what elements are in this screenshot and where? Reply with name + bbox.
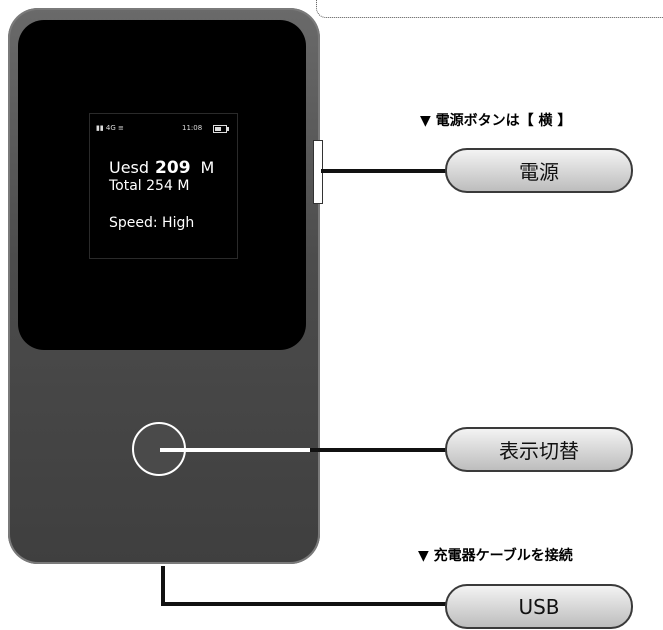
- usb-callout-line: [161, 566, 452, 606]
- status-bar: ▮▮ 4G ≡ 11:08: [96, 124, 231, 134]
- used-value: 209: [155, 158, 191, 178]
- power-label-pill: 電源: [445, 148, 633, 193]
- speed-line: Speed: High: [109, 215, 195, 231]
- total-data-line: Total 254 M: [109, 178, 190, 194]
- status-time: 11:08: [182, 124, 203, 132]
- device-screen: ▮▮ 4G ≡ 11:08 Uesd 209 M Total 254 M Speed…: [89, 113, 238, 259]
- top-dashed-frame: [316, 0, 663, 18]
- signal-icon: ▮▮ 4G ≡: [96, 124, 124, 132]
- used-unit: M: [200, 158, 215, 177]
- usb-label-pill: USB: [445, 584, 633, 629]
- display-switch-pill: 表示切替: [445, 427, 633, 472]
- used-label: Uesd: [109, 158, 150, 177]
- used-data-line: Uesd 209 M: [109, 158, 214, 178]
- power-note: ▼ 電源ボタンは【 横 】: [420, 113, 572, 129]
- charger-note: ▼ 充電器ケーブルを接続: [418, 548, 573, 564]
- battery-icon: [213, 125, 229, 133]
